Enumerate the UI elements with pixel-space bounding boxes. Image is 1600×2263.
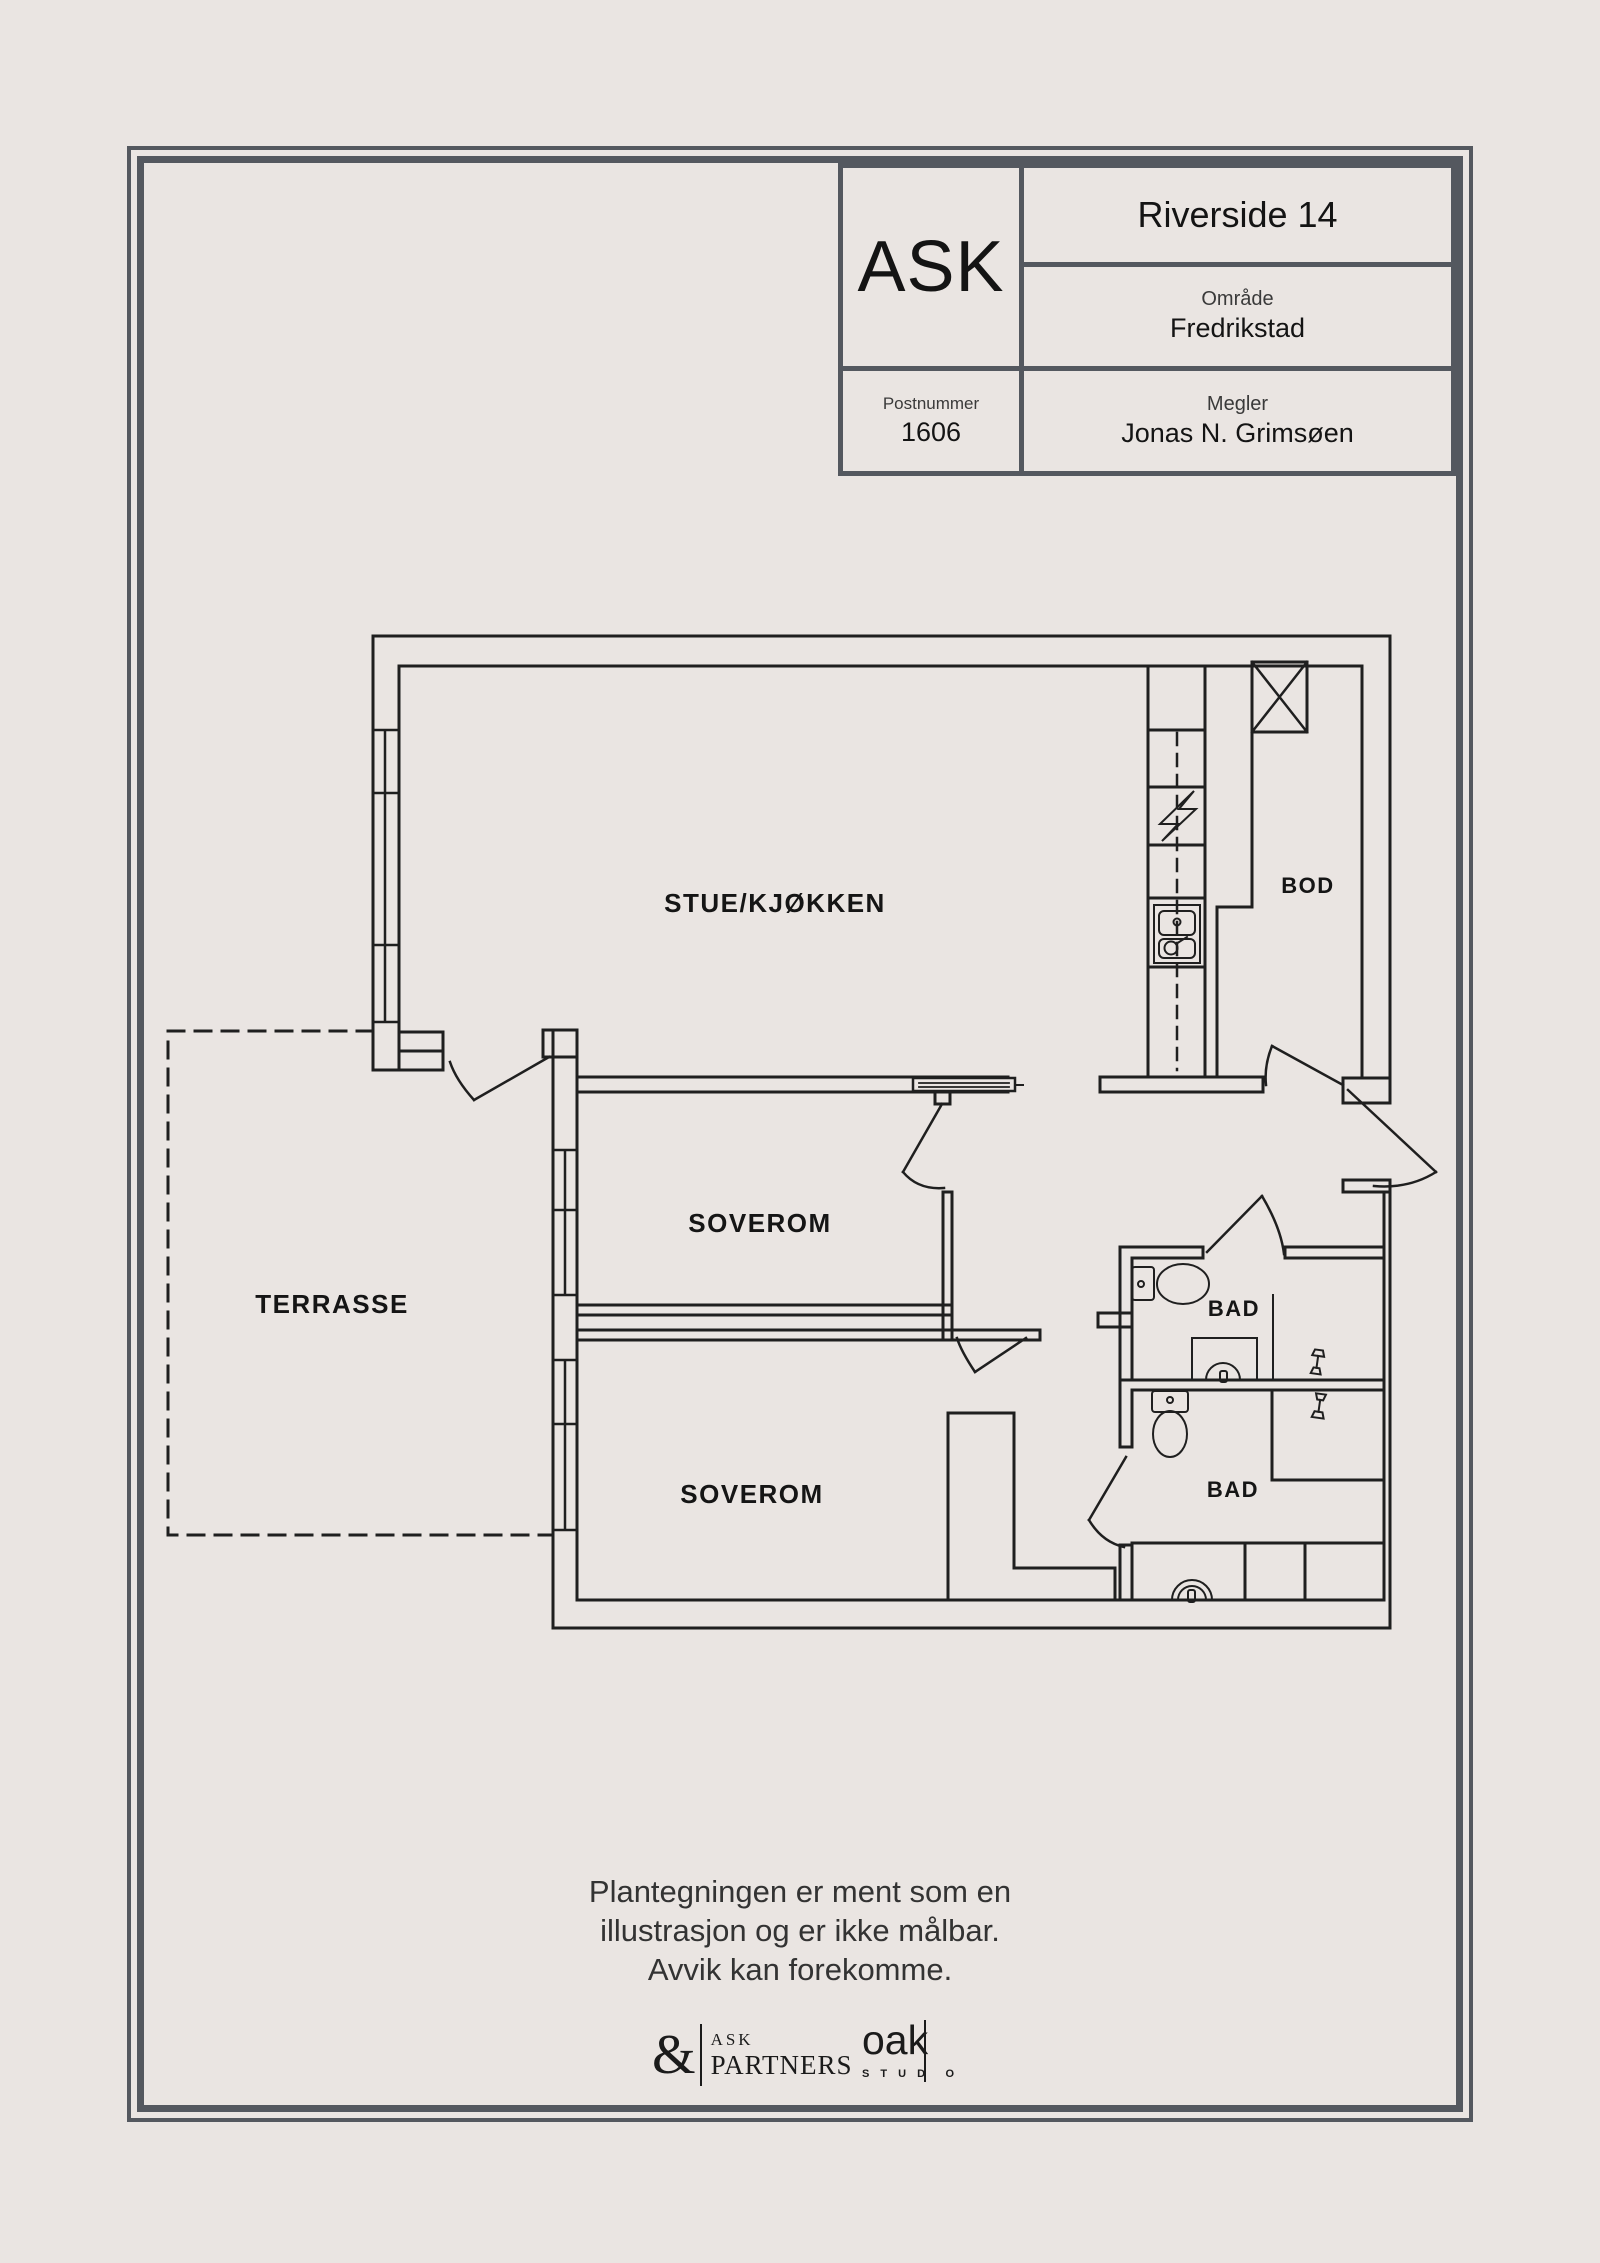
- postal-label: Postnummer: [882, 393, 980, 413]
- terrace-dashed-outline: [166, 1029, 555, 1537]
- bedroom1-walls: [575, 1190, 954, 1342]
- logo-divider-bar: [699, 2024, 702, 2086]
- inner-walls: [397, 664, 1386, 1602]
- room-label-bad-2: BAD: [1207, 1477, 1259, 1502]
- balcony-door: [397, 1028, 579, 1102]
- postal-value: 1606: [900, 417, 962, 448]
- bod-walls: [1098, 730, 1265, 1094]
- shower2-icon: [1310, 1392, 1328, 1420]
- toilet1-icon: [1131, 1263, 1210, 1305]
- room-label-soverom-2: SOVEROM: [680, 1479, 823, 1509]
- oak-k-stem: [924, 2020, 926, 2082]
- ampersand-glyph: &: [652, 2024, 696, 2086]
- room-label-stue-kjokken: STUE/KJØKKEN: [664, 888, 886, 918]
- disclaimer-line-1: Plantegningen er ment som en: [588, 1874, 1012, 1909]
- bathroom2-walls: [1118, 1388, 1386, 1602]
- shower1-icon: [1309, 1348, 1326, 1376]
- stove-lightning-icon: [1157, 790, 1199, 842]
- bathroom1-door-swing-icon: [1205, 1194, 1286, 1256]
- disclaimer-line-3: Avvik kan forekomme.: [647, 1952, 953, 1987]
- oak-studio-o: O: [945, 2068, 958, 2080]
- entry-door: [1341, 1076, 1438, 1194]
- room-label-bod: BOD: [1281, 873, 1334, 898]
- bedroom2-door-swing-icon: [955, 1336, 1028, 1374]
- ask-partners-logo: & ASK PARTNERS: [652, 2024, 853, 2086]
- title-block: ASK Riverside 14 Område Fredrikstad Post…: [838, 163, 1456, 476]
- toilet2-icon: [1151, 1390, 1189, 1458]
- hall-wall-stub: [1096, 1311, 1134, 1329]
- window-stue: [371, 728, 401, 1024]
- bod-door-swing-icon: [1264, 1044, 1345, 1087]
- disclaimer-line-2: illustrasjon og er ikke målbar.: [600, 1913, 1000, 1948]
- window-bedroom2: [551, 1358, 579, 1532]
- kitchen-counter: [1146, 664, 1207, 1079]
- ask-partners-line2: PARTNERS: [710, 2049, 853, 2080]
- room-label-soverom-1: SOVEROM: [688, 1208, 831, 1238]
- vanity-sink2-icon: [1170, 1579, 1214, 1603]
- sliding-door-icon: [911, 1076, 1024, 1106]
- area-label: Område: [1201, 288, 1274, 311]
- shaft-x-icon: [1250, 660, 1309, 734]
- room-label-bad-1: BAD: [1208, 1296, 1260, 1321]
- ask-logo: ASK: [843, 168, 1019, 366]
- vanity-sink1-icon: [1191, 1337, 1258, 1383]
- oak-studio-stud: S T U D: [862, 2068, 930, 2080]
- disclaimer-text: Plantegningen er ment som en illustrasjo…: [0, 1872, 1600, 1989]
- bedroom2-closet-wall: [946, 1411, 1117, 1602]
- room-label-terrasse: TERRASSE: [255, 1289, 409, 1319]
- ask-partners-line1: ASK: [710, 2029, 754, 2049]
- window-bedroom1: [551, 1148, 579, 1297]
- area-value: Fredrikstad: [1169, 313, 1306, 344]
- agent-value: Jonas N. Grimsøen: [1121, 417, 1354, 448]
- bathroom2-door-swing-icon: [1087, 1455, 1128, 1549]
- bedroom2-walls: [575, 1328, 1042, 1342]
- oak-studio-logo: oak S T U D O: [862, 2020, 962, 2086]
- bedroom1-door-swing-icon: [901, 1102, 946, 1190]
- address-title: Riverside 14: [1137, 194, 1338, 236]
- agent-label: Megler: [1206, 392, 1269, 415]
- oak-word: oak: [862, 2017, 929, 2063]
- kitchen-sink-icon: [1153, 904, 1201, 964]
- footer-logos: & ASK PARTNERS oak S T U D O: [0, 2016, 1600, 2096]
